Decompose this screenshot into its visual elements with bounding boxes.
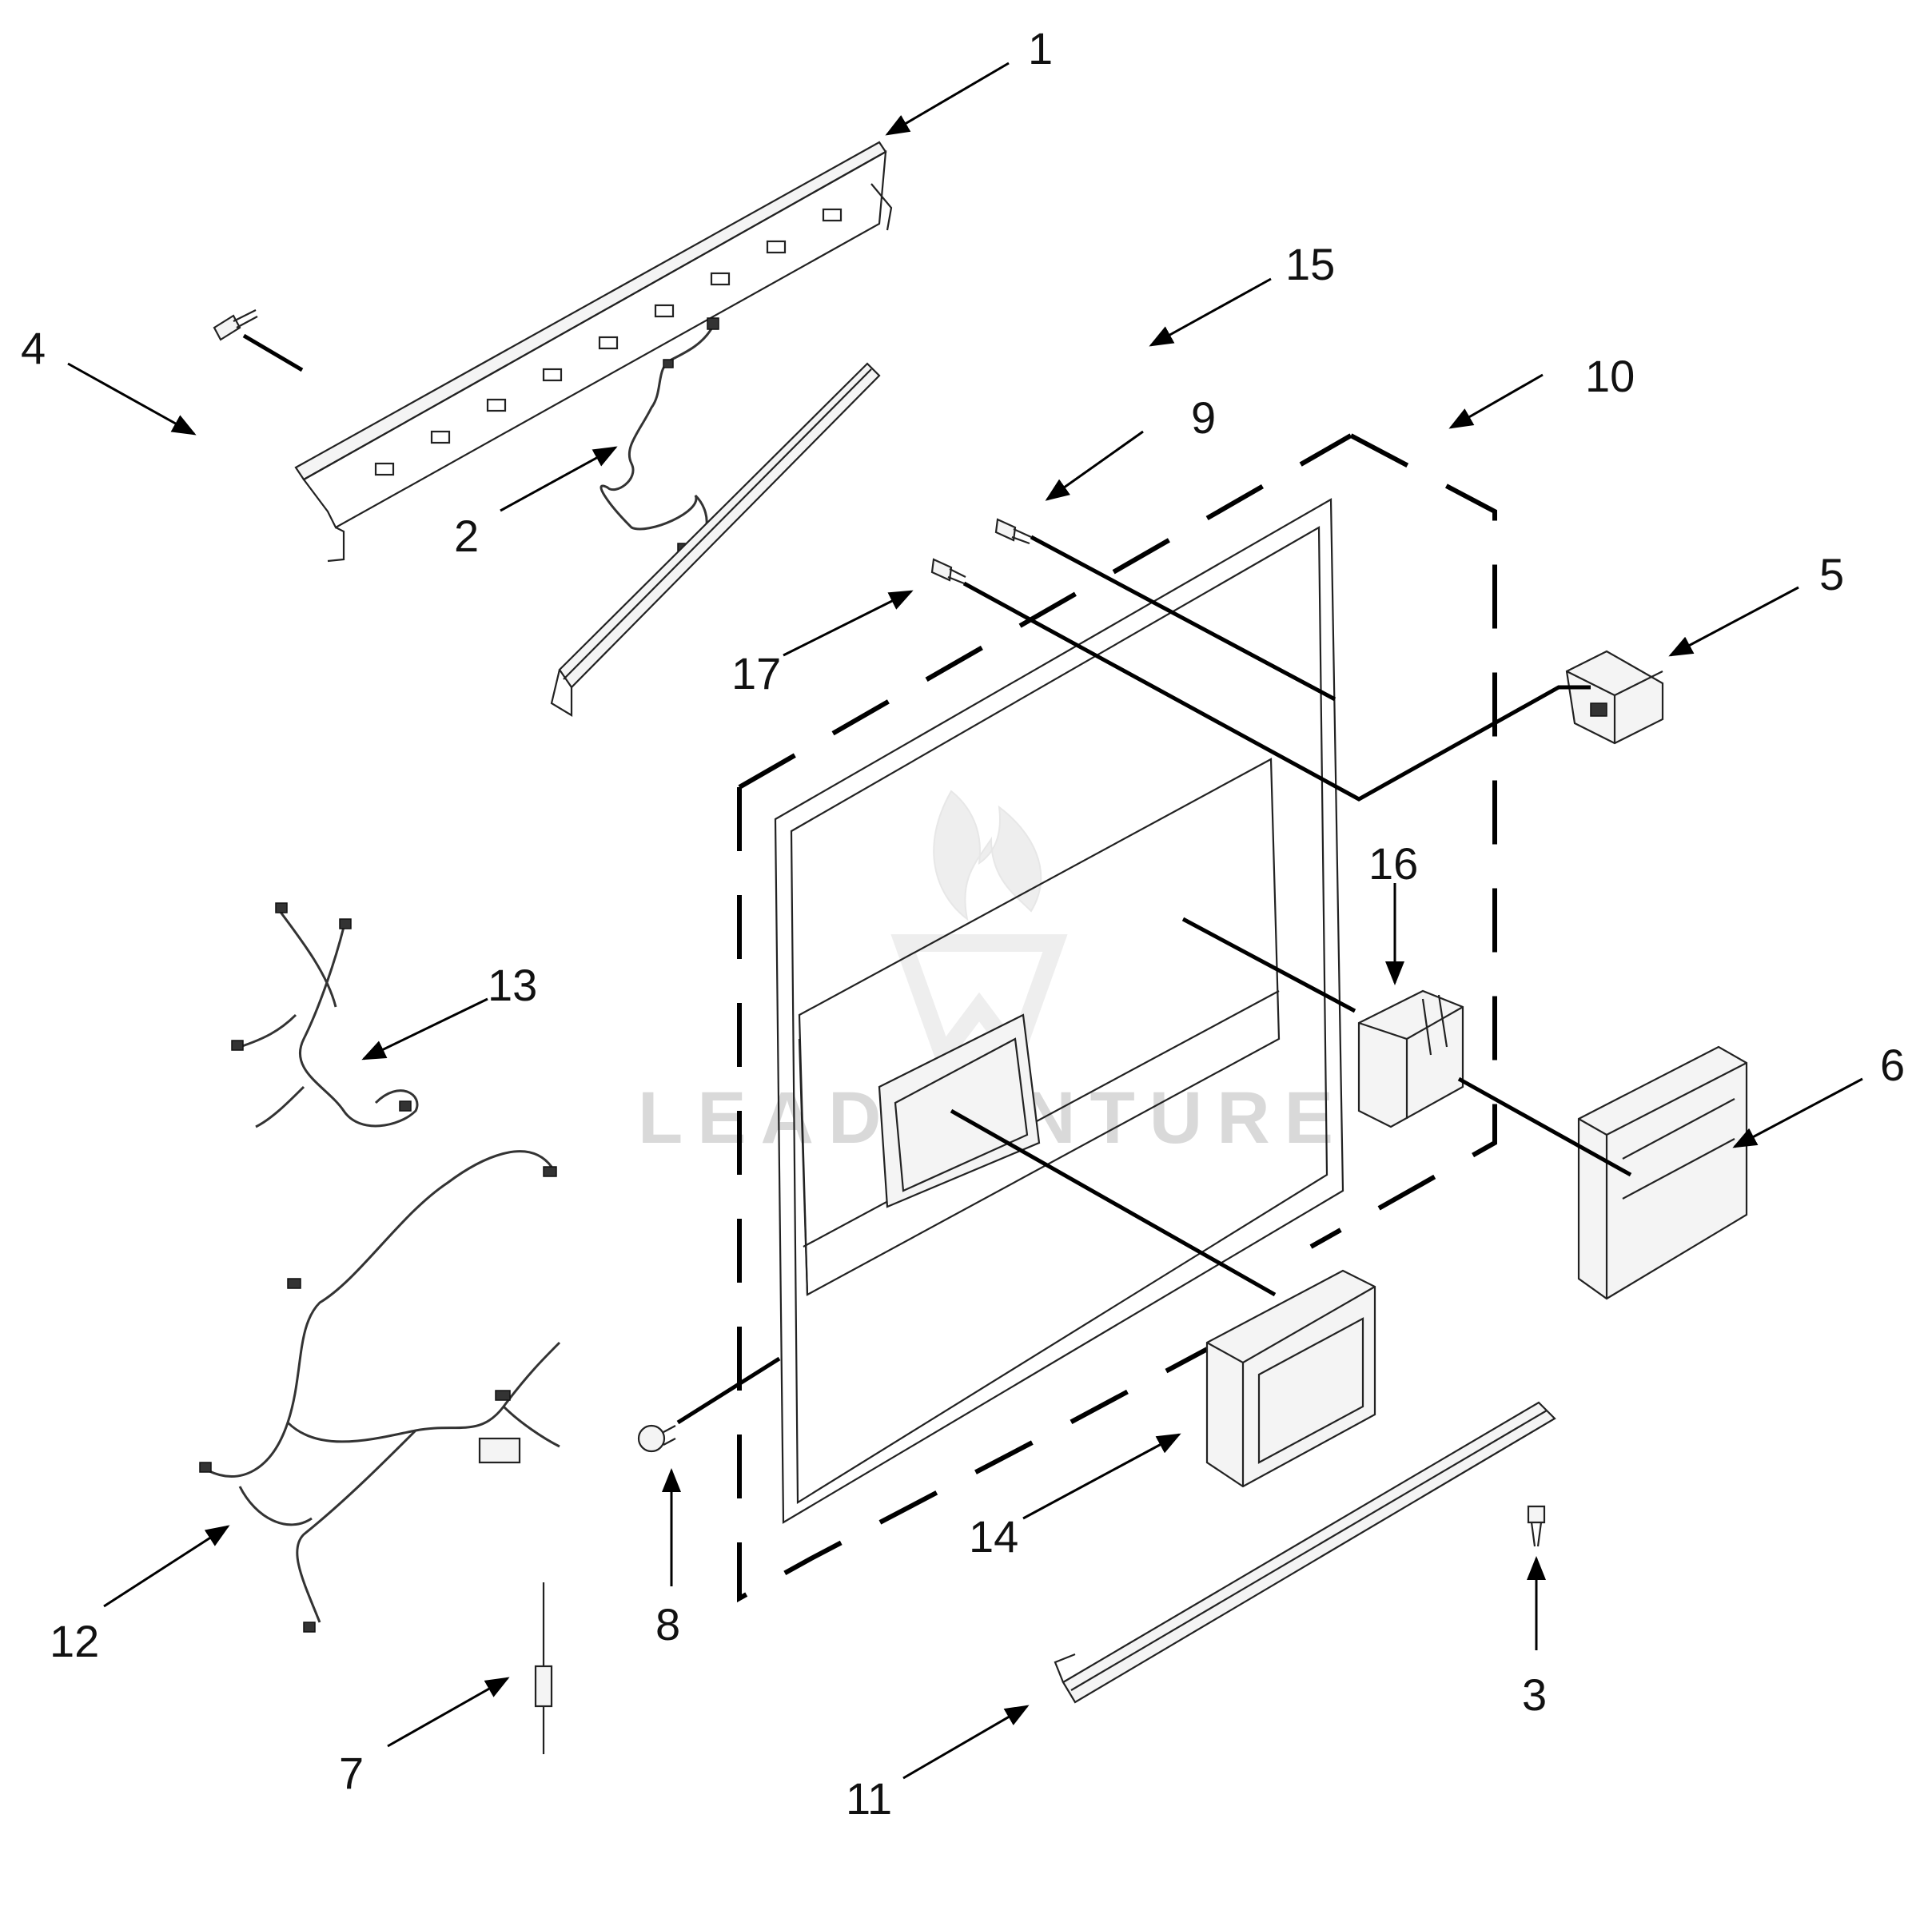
callout-15: 15: [1285, 239, 1335, 289]
callout-5: 5: [1819, 549, 1844, 599]
callout-12: 12: [50, 1616, 99, 1666]
callout-16: 16: [1368, 838, 1418, 889]
door-gasket-strip[interactable]: [550, 362, 881, 717]
callout-3: 3: [1522, 1669, 1547, 1720]
screw-part-17[interactable]: [930, 558, 966, 585]
callout-2: 2: [454, 511, 479, 561]
wire-harness-part-12[interactable]: [199, 1150, 561, 1633]
callout-7: 7: [339, 1748, 364, 1798]
callout-17: 17: [731, 648, 781, 698]
control-module[interactable]: [1577, 1045, 1748, 1300]
screw-part-3[interactable]: [1527, 1505, 1546, 1547]
callout-10: 10: [1585, 351, 1635, 401]
callout-14: 14: [969, 1511, 1018, 1562]
leader-lines: [67, 62, 1863, 1780]
control-panel-bar[interactable]: [294, 141, 893, 563]
flame-logo-icon: [890, 790, 1068, 1073]
screw-part-4[interactable]: [213, 309, 304, 372]
inner-door-panel[interactable]: [737, 433, 1497, 1603]
detergent-dispenser[interactable]: [1205, 1269, 1376, 1488]
callout-labels: 1 2 3 4 5 6 7 8 9 10 11 12 13 14 15 16 1…: [21, 23, 1905, 1824]
wire-harness-part-13[interactable]: [231, 902, 419, 1128]
wire-harness-part-2[interactable]: [600, 317, 719, 554]
screw-part-8[interactable]: [637, 1424, 676, 1453]
assembly-lines: [676, 535, 1632, 1425]
door-latch[interactable]: [1565, 650, 1664, 745]
callout-11: 11: [846, 1773, 892, 1824]
bracket-part-16[interactable]: [1357, 989, 1464, 1128]
callout-1: 1: [1028, 23, 1053, 74]
callout-8: 8: [655, 1599, 680, 1649]
screw-part-9[interactable]: [994, 518, 1032, 545]
bottom-trim-strip[interactable]: [1054, 1401, 1556, 1704]
callout-9: 9: [1191, 392, 1216, 443]
callout-6: 6: [1880, 1040, 1905, 1090]
callout-4: 4: [21, 323, 46, 373]
thermal-fuse[interactable]: [534, 1582, 553, 1754]
callout-13: 13: [488, 960, 537, 1010]
